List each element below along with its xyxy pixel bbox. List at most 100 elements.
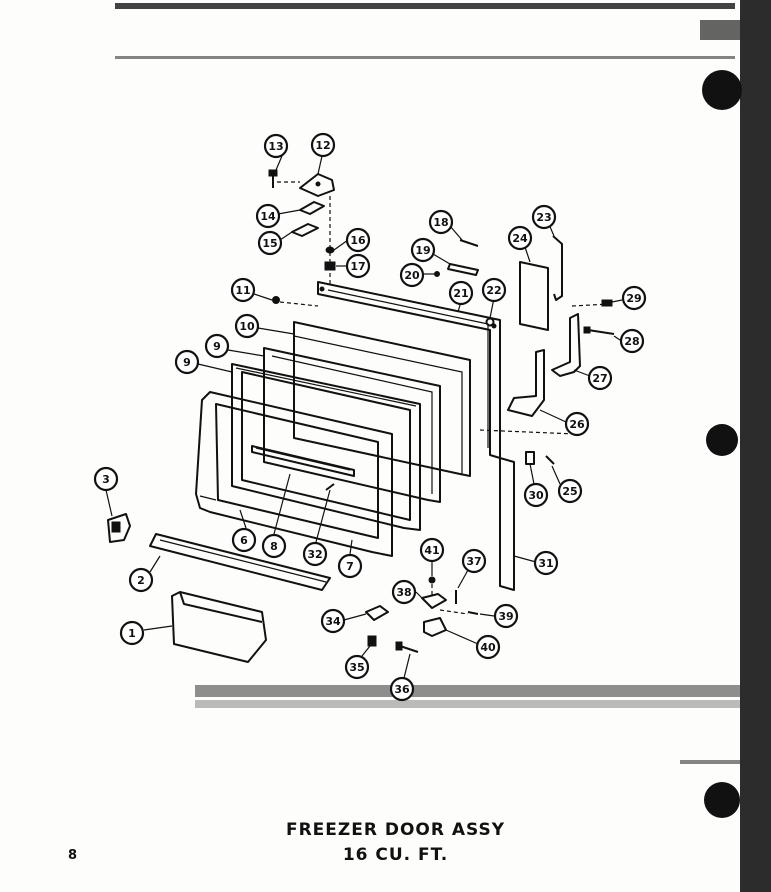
svg-text:36: 36 (394, 683, 410, 696)
callout-38: 38 (391, 579, 417, 605)
svg-text:22: 22 (486, 284, 501, 297)
hinge-dash-line (479, 429, 576, 435)
part-24-handle (552, 235, 563, 301)
part-35-screw (367, 635, 377, 647)
svg-text:19: 19 (415, 244, 430, 257)
callout-29: 28 (619, 328, 645, 354)
part-10-gasket-frame (263, 347, 441, 503)
part-3-latch (107, 513, 131, 543)
callout-36: 36 (389, 676, 415, 702)
scan-artifacts (115, 0, 771, 892)
callout-30: 29 (621, 285, 647, 311)
callout-23: 22 (481, 277, 507, 303)
svg-text:3: 3 (102, 473, 110, 486)
part-33-screw (325, 483, 335, 491)
callout-28: 27 (587, 365, 613, 391)
callout-24: 23 (531, 204, 557, 230)
callout-41: 41 (419, 537, 445, 563)
part-15-shim (299, 201, 325, 215)
part-30-screw (601, 299, 613, 307)
part-41-screw (428, 576, 436, 584)
svg-text:35: 35 (349, 661, 364, 674)
part-17-bushing (325, 246, 335, 254)
svg-text:20: 20 (404, 269, 420, 282)
part-29-head (583, 326, 591, 334)
diagram-subtitle: 16 CU. FT. (342, 845, 449, 865)
svg-text:24: 24 (512, 232, 528, 245)
svg-text:8: 8 (270, 540, 278, 553)
callout-25: 24 (507, 225, 533, 251)
svg-text:14: 14 (260, 210, 276, 223)
part-2-trim-bar (149, 533, 331, 591)
callout-1: 1 (119, 620, 145, 646)
part-9-gasket (231, 363, 421, 531)
svg-text:11: 11 (235, 284, 250, 297)
callout-19: 18 (428, 209, 454, 235)
page-number: 8 (68, 848, 78, 863)
callout-26: 25 (557, 478, 583, 504)
callout-16: 15 (257, 230, 283, 256)
svg-text:39: 39 (498, 610, 513, 623)
callout-7: 7 (337, 553, 363, 579)
callout-17: 16 (345, 227, 371, 253)
part-31-bushing (525, 451, 535, 465)
callout-12: 11 (230, 277, 256, 303)
svg-text:1: 1 (128, 627, 136, 640)
svg-text:37: 37 (466, 555, 481, 568)
leader-12 (279, 301, 319, 307)
part-1-bin (171, 591, 267, 663)
svg-text:6: 6 (240, 534, 248, 547)
svg-text:15: 15 (262, 237, 277, 250)
part-12-plug (272, 296, 280, 304)
part-36-pin (399, 645, 419, 653)
svg-text:13: 13 (268, 140, 283, 153)
svg-text:26: 26 (569, 418, 585, 431)
part-29-screw (587, 329, 615, 335)
part-27-lower-hinge (507, 349, 545, 417)
svg-text:9: 9 (213, 340, 221, 353)
callout-8: 8 (261, 533, 287, 559)
part-32-trim (499, 457, 515, 591)
callout-33: 32 (302, 541, 328, 567)
callout-15: 14 (255, 203, 281, 229)
svg-text:21: 21 (453, 287, 468, 300)
callout-40: 40 (475, 634, 501, 660)
callout-27: 26 (564, 411, 590, 437)
svg-text:30: 30 (528, 489, 544, 502)
part-19-pin (459, 239, 479, 247)
callout-31: 30 (523, 482, 549, 508)
callout-39: 39 (493, 603, 519, 629)
svg-text:40: 40 (480, 641, 496, 654)
svg-text:17: 17 (350, 260, 365, 273)
callout-3: 3 (93, 466, 119, 492)
callout-32: 31 (533, 550, 559, 576)
svg-text:27: 27 (592, 372, 607, 385)
part-13-hinge (299, 173, 335, 197)
callout-9: 9 (174, 349, 200, 375)
svg-text:38: 38 (396, 586, 411, 599)
svg-text:34: 34 (325, 615, 341, 628)
callout-bubbles: 13 12 14 15 16 17 18 19 20 21 22 23 24 1… (93, 132, 647, 702)
callout-2: 2 (128, 567, 154, 593)
diagram-title: FREEZER DOOR ASSY (285, 820, 506, 840)
callout-10: 9 (204, 333, 230, 359)
leader-lines (105, 155, 623, 679)
part-21-screw (434, 271, 440, 277)
svg-text:23: 23 (536, 211, 551, 224)
part-39-screw (467, 611, 479, 615)
svg-text:28: 28 (624, 335, 639, 348)
svg-text:18: 18 (433, 216, 448, 229)
svg-text:2: 2 (137, 574, 145, 587)
svg-text:9: 9 (183, 356, 191, 369)
part-23-plug (485, 317, 495, 327)
part-26-screw (545, 455, 555, 465)
part-8-shelf-bar (251, 445, 355, 477)
part-18-bushing (324, 261, 336, 271)
callout-37: 37 (461, 548, 487, 574)
svg-text:12: 12 (315, 139, 330, 152)
callout-21: 20 (399, 262, 425, 288)
callout-18: 17 (345, 253, 371, 279)
part-11-insulation (293, 321, 471, 477)
svg-text:7: 7 (346, 560, 354, 573)
svg-text:41: 41 (424, 544, 439, 557)
